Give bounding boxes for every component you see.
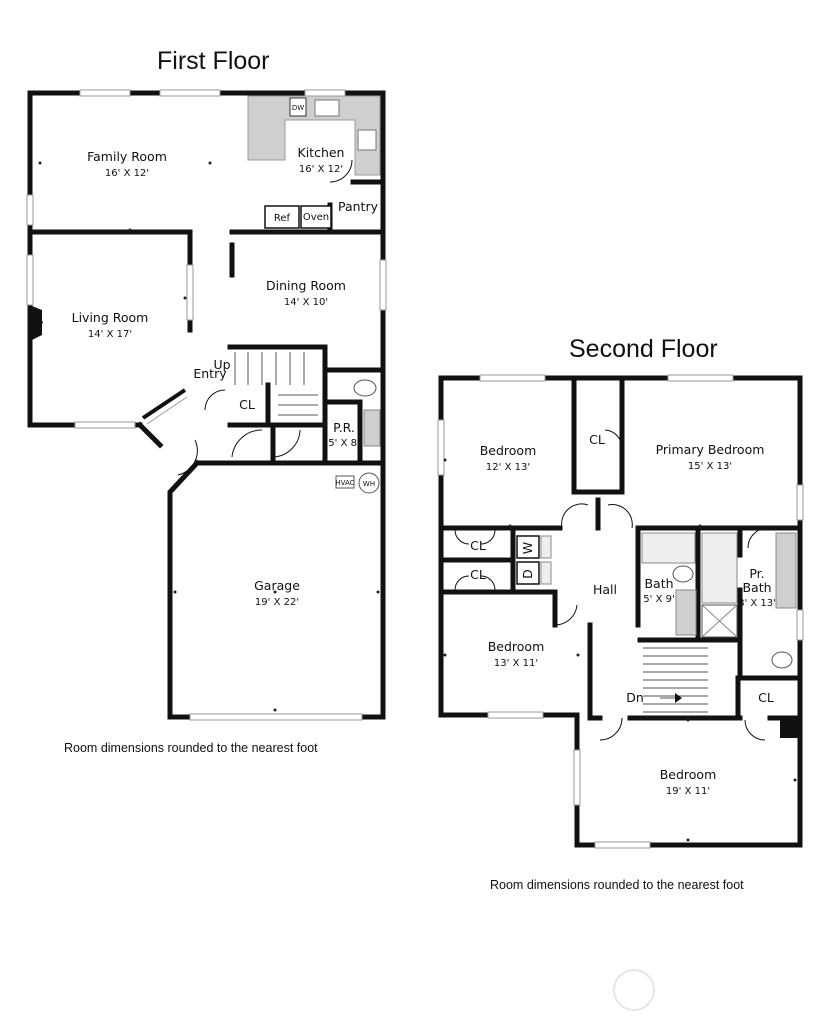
primary-bedroom-dims: 15' X 13' <box>688 461 732 472</box>
bedroom-nw-dims: 12' X 13' <box>486 462 530 473</box>
entry-name: Entry <box>193 366 227 381</box>
wh-label: WH <box>363 480 375 488</box>
bath-name: Bath <box>644 576 673 591</box>
bedroom-se-name: Bedroom <box>660 767 717 782</box>
powder-room-name: P.R. <box>333 420 355 435</box>
dining-room-dims: 14' X 10' <box>284 297 328 308</box>
second-floor-note: Room dimensions rounded to the nearest f… <box>490 878 744 892</box>
primary-bedroom-name: Primary Bedroom <box>656 442 765 457</box>
washer-label: W <box>520 542 535 554</box>
oven-label: Oven <box>303 212 329 223</box>
family-room-name: Family Room <box>87 149 167 164</box>
living-room-dims: 14' X 17' <box>88 329 132 340</box>
bedroom-sw-dims: 13' X 11' <box>494 658 538 669</box>
first-floor-plan: Family Room 16' X 12' Kitchen 16' X 12' … <box>26 89 387 721</box>
first-floor-title: First Floor <box>157 47 270 75</box>
hall-name: Hall <box>593 582 617 597</box>
pantry-name: Pantry <box>338 199 379 214</box>
watermark-logo <box>613 969 655 1011</box>
kitchen-dims: 16' X 12' <box>299 164 343 175</box>
hvac-label: HVAC <box>335 479 354 487</box>
primary-bath-name-2: Bath <box>742 580 771 595</box>
bath-dims: 5' X 9' <box>643 594 674 605</box>
bedroom-sw-name: Bedroom <box>488 639 545 654</box>
closet-label: CL <box>239 397 255 412</box>
second-floor-plan: Bedroom 12' X 13' CL Primary Bedroom 15'… <box>437 374 804 849</box>
up-label: Up <box>213 357 230 372</box>
first-floor-note: Room dimensions rounded to the nearest f… <box>64 741 318 755</box>
bedroom-se-dims: 19' X 11' <box>666 786 710 797</box>
primary-closet-label: CL <box>589 432 605 447</box>
living-room-name: Living Room <box>72 310 149 325</box>
bedroom-nw-name: Bedroom <box>480 443 537 458</box>
garage-name: Garage <box>254 578 300 593</box>
dw-label: DW <box>292 104 304 112</box>
garage-dims: 19' X 22' <box>255 597 299 608</box>
primary-bath-dims: 8' X 13' <box>738 598 776 609</box>
closet-3-label: CL <box>758 690 774 705</box>
closet-1-label: CL <box>470 538 486 553</box>
closet-2-label: CL <box>470 567 486 582</box>
kitchen-name: Kitchen <box>298 145 345 160</box>
dryer-label: D <box>520 569 535 579</box>
family-room-dims: 16' X 12' <box>105 168 149 179</box>
ref-label: Ref <box>274 213 291 224</box>
primary-bath-name-1: Pr. <box>749 566 764 581</box>
second-floor-title: Second Floor <box>569 335 718 363</box>
powder-room-dims: 5' X 8' <box>328 438 359 449</box>
down-label: Dn <box>626 690 644 705</box>
dining-room-name: Dining Room <box>266 278 346 293</box>
fp-label: FP <box>35 320 43 328</box>
